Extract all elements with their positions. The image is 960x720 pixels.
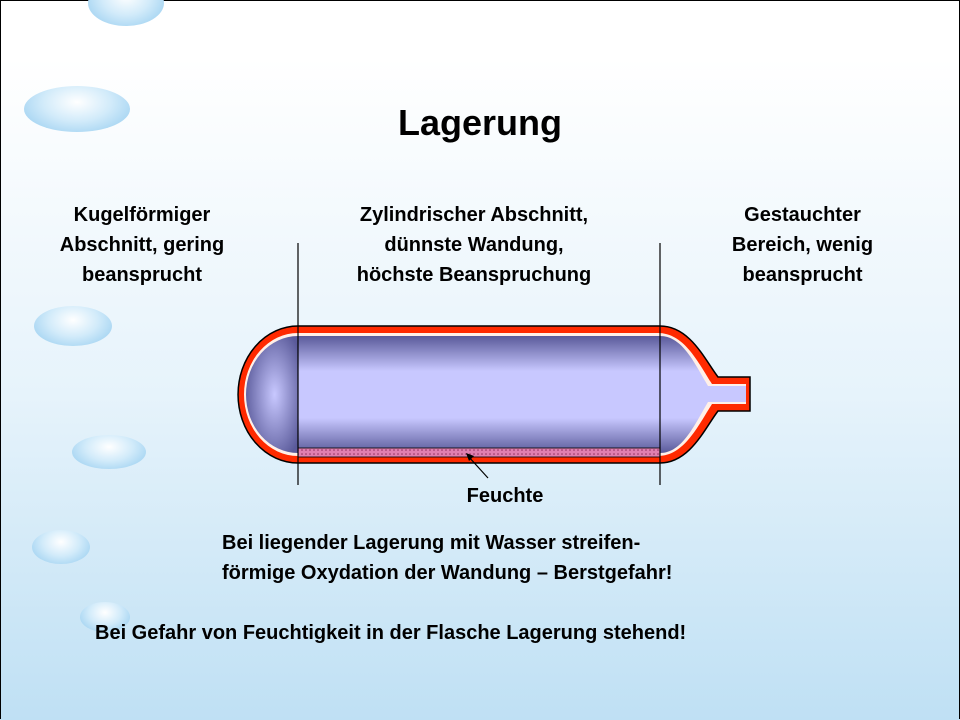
decorative-bubble bbox=[72, 435, 146, 469]
cylinder-interior bbox=[298, 336, 660, 453]
decorative-bubble bbox=[32, 530, 90, 564]
moisture-label: Feuchte bbox=[467, 485, 544, 507]
label-spherical-section: Kugelförmiger Abschnitt, gering beanspru… bbox=[59, 204, 225, 286]
decorative-bubble bbox=[24, 86, 130, 132]
note-horizontal-storage: Bei liegender Lagerung mit Wasser streif… bbox=[222, 532, 673, 584]
moisture-layer bbox=[297, 447, 661, 458]
cylinder-interior-taper bbox=[660, 336, 746, 453]
cylinder-interior-cap bbox=[246, 336, 298, 454]
slide-title: Lagerung bbox=[397, 102, 562, 143]
decorative-bubble bbox=[80, 602, 130, 632]
moisture-pointer-arrowhead bbox=[466, 453, 474, 461]
decorative-bubble bbox=[34, 306, 112, 346]
label-compressed-section: Gestauchter Bereich, wenig beansprucht bbox=[731, 204, 874, 286]
label-cylindrical-section: Zylindrischer Abschnitt, dünnste Wandung… bbox=[356, 204, 592, 286]
moisture-pointer-line bbox=[467, 455, 489, 479]
note-recommendation: Bei Gefahr von Feuchtigkeit in der Flasc… bbox=[95, 622, 687, 644]
